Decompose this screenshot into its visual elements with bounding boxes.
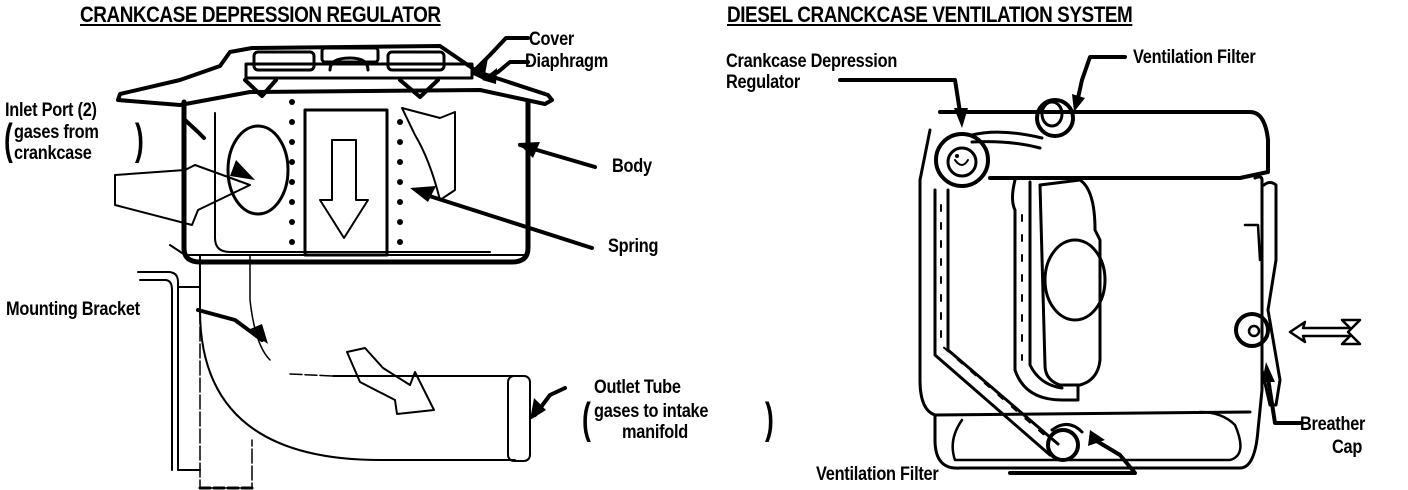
- spring-coils: [289, 99, 403, 245]
- upward-flow-arrow: [401, 107, 456, 201]
- oil-pan: [951, 410, 1242, 462]
- ventilation-diagram-title: DIESEL CRANCKCASE VENTILATION SYSTEM: [727, 2, 1133, 27]
- inlet-arrowhead: [230, 160, 255, 180]
- breather-arrowhead: [1262, 362, 1275, 382]
- airflow-in-arrow: [1288, 318, 1362, 346]
- regulator-body: [181, 99, 531, 265]
- outlet-tube: [198, 254, 531, 490]
- spring-arrowhead: [410, 186, 436, 202]
- label-regulator-line-2: Regulator: [726, 72, 800, 93]
- engine-block: [918, 128, 1264, 470]
- intake-housing: [1038, 178, 1102, 387]
- label-breather-cap-line-2: Cap: [1332, 437, 1363, 458]
- outlet-flow-arrow: [346, 347, 435, 415]
- ventilation-filter-top-unit: [1035, 98, 1075, 138]
- breather-tube: [1260, 181, 1282, 407]
- label-breather-cap-line-1: Breather: [1300, 414, 1366, 435]
- regulator-diagram-title: CRANKCASE DEPRESSION REGULATOR: [80, 2, 441, 27]
- regulator-unit: [934, 132, 990, 188]
- bracket-arrowhead: [248, 324, 268, 344]
- label-outlet-open-paren: (: [582, 394, 591, 443]
- label-outlet-note-2: manifold: [622, 422, 689, 443]
- label-inlet-note-1: gases from: [14, 122, 99, 143]
- label-cover: Cover: [529, 29, 575, 50]
- inlet-flow-arrow: [114, 164, 251, 226]
- valve-cover-top: [938, 110, 1270, 180]
- label-inlet-close-paren: ): [135, 115, 144, 164]
- bottom-filter-arrowhead: [1088, 430, 1105, 446]
- downward-flow-arrow: [319, 139, 369, 239]
- label-outlet-note-1: gases to intake: [594, 401, 709, 422]
- outlet-arrowhead: [530, 398, 546, 420]
- diaphragm-arrowhead: [482, 68, 497, 84]
- top-filter-arrowhead: [1072, 94, 1085, 112]
- label-mounting-bracket: Mounting Bracket: [6, 299, 140, 320]
- label-outlet-tube: Outlet Tube: [594, 377, 681, 398]
- label-inlet-open-paren: (: [4, 115, 13, 164]
- ventilation-filter-bottom-unit: [1046, 428, 1080, 462]
- label-body: Body: [612, 156, 652, 177]
- diesel-ventilation-system-drawing: [838, 55, 1362, 475]
- cover-arrowhead: [471, 58, 488, 80]
- label-diaphragm: Diaphragm: [525, 51, 609, 72]
- center-hose: [1011, 178, 1080, 402]
- label-ventilation-filter-top: Ventilation Filter: [1133, 47, 1256, 68]
- upper-hose: [970, 130, 1044, 150]
- label-inlet-note-2: crankcase: [14, 143, 92, 164]
- breather-cap-unit: [1234, 312, 1270, 348]
- label-outlet-close-paren: ): [765, 394, 774, 443]
- inlet-port-opening: [226, 124, 290, 216]
- regulator-cover: [116, 44, 554, 107]
- body-arrowhead: [518, 142, 540, 158]
- label-regulator-line-1: Crankcase Depression: [726, 51, 898, 72]
- label-spring: Spring: [608, 236, 659, 257]
- label-inlet-port: Inlet Port (2): [5, 100, 97, 121]
- callout-leaders-right: [838, 55, 1302, 475]
- intake-opening: [1043, 238, 1107, 322]
- regulator-arrowhead: [954, 108, 968, 128]
- label-ventilation-filter-bottom: Ventilation Filter: [816, 464, 939, 485]
- mounting-bracket: [137, 271, 201, 471]
